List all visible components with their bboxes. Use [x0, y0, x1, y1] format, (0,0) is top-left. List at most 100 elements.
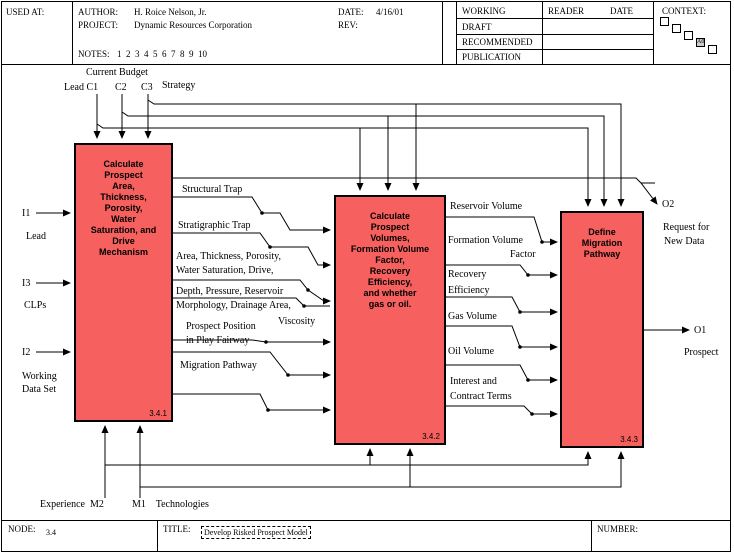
- mechanism-m2-to-box3: [370, 451, 592, 466]
- output-o2-name: Request for: [663, 222, 710, 233]
- mechanism-m2-label: Experience M2: [40, 499, 104, 510]
- flow-label-interest: Interest and: [450, 376, 497, 387]
- header-divider: [72, 1, 73, 65]
- flow-label-position: in Play Fairway: [186, 335, 250, 346]
- number-label: NUMBER:: [597, 524, 639, 534]
- input-i2-name: Working: [22, 371, 57, 382]
- control-c3-branch: [147, 99, 420, 191]
- notes-label: NOTES:: [78, 49, 110, 59]
- activity-box-number: 3.4.1: [149, 409, 167, 418]
- activity-box-341[interactable]: Calculate Prospect Area, Thickness, Poro…: [74, 143, 173, 422]
- author-value: H. Roice Nelson, Jr.: [134, 7, 207, 17]
- reader-date-label: DATE: [610, 6, 633, 16]
- flow-label-interest: Contract Terms: [450, 391, 512, 402]
- control-c1-to-box3: [360, 127, 592, 207]
- junction-dot: [260, 211, 264, 215]
- rev-label: REV:: [338, 20, 358, 30]
- control-c1-branch: [96, 123, 364, 191]
- flow-label-recovery: Efficiency: [448, 285, 490, 296]
- flow-reservoir-volume: [446, 216, 558, 246]
- input-i2-name: Data Set: [22, 384, 57, 395]
- node-value: 3.4: [46, 528, 56, 537]
- activity-box-label: Define Migration Pathway: [581, 227, 623, 259]
- junction-dot: [264, 340, 268, 344]
- context-node: [684, 31, 693, 40]
- header: [1, 1, 731, 65]
- flow-oil-volume: [446, 364, 558, 384]
- junction-dot: [302, 304, 306, 308]
- flow-label-area: Water Saturation, Drive,: [176, 265, 274, 276]
- project-value: Dynamic Resources Corporation: [134, 20, 252, 30]
- status-publication: PUBLICATION: [462, 52, 522, 62]
- header-divider: [456, 18, 653, 19]
- project-label: PROJECT:: [78, 20, 119, 30]
- flow-label-structural-trap: Structural Trap: [182, 184, 243, 195]
- output-o1-name: Prospect: [684, 347, 719, 358]
- flow-label-migration: Migration Pathway: [180, 360, 257, 371]
- flow-label-fvf: Factor: [510, 249, 536, 260]
- date-value: 4/16/01: [376, 7, 404, 17]
- title-label: TITLE:: [163, 524, 191, 534]
- context-node: [660, 17, 669, 26]
- junction-dot: [526, 273, 530, 277]
- context-node: [672, 24, 681, 33]
- header-divider: [442, 1, 443, 65]
- flow-label-reservoir-volume: Reservoir Volume: [450, 201, 523, 212]
- header-divider: [456, 49, 653, 50]
- input-i3-name: CLPs: [24, 300, 47, 311]
- status-recommended: RECOMMENDED: [462, 37, 533, 47]
- flow-interest: [446, 405, 558, 418]
- notes-value: 1 2 3 4 5 6 7 8 9 10: [117, 49, 207, 59]
- control-c2-branch: [121, 111, 392, 191]
- flow-label-position: Prospect Position: [186, 321, 256, 332]
- flow-label-fvf: Formation Volume: [448, 235, 523, 246]
- flow-migration: [173, 393, 331, 414]
- junction-dot: [518, 310, 522, 314]
- output-o2-name: New Data: [664, 236, 705, 247]
- flow-fvf: [446, 264, 558, 279]
- output-o2-code: O2: [662, 199, 675, 210]
- control-strategy: Strategy: [162, 80, 196, 91]
- status-draft: DRAFT: [462, 22, 492, 32]
- mechanism-m1-label: M1 Technologies: [132, 499, 209, 510]
- flow-label-depth: Morphology, Drainage Area,: [176, 300, 291, 311]
- flow-depth: [173, 297, 330, 307]
- footer: [1, 520, 731, 552]
- activity-box-343[interactable]: Define Migration Pathway 3.4.3: [560, 211, 644, 448]
- flow-viscosity: [173, 338, 331, 346]
- diagram-title[interactable]: Develop Risked Prospect Model: [201, 526, 311, 539]
- control-c3-to-box3: [416, 103, 625, 207]
- activity-box-label: Calculate Prospect Volumes, Formation Vo…: [350, 211, 430, 309]
- control-lead-c1: Lead C1: [64, 82, 99, 93]
- date-label: DATE:: [338, 7, 364, 17]
- junction-dot: [530, 412, 534, 416]
- flow-gas-volume: [446, 325, 558, 351]
- activity-box-342[interactable]: Calculate Prospect Volumes, Formation Vo…: [334, 195, 446, 445]
- author-label: AUTHOR:: [78, 7, 118, 17]
- activity-box-number: 3.4.3: [620, 435, 638, 444]
- control-c2-to-box3: [388, 115, 608, 207]
- flow-label-gas-volume: Gas Volume: [448, 311, 497, 322]
- flow-structural-trap: [173, 196, 331, 234]
- junction-dot: [526, 378, 530, 382]
- context-node-active: A0: [696, 38, 705, 47]
- output-o1-code: O1: [694, 325, 707, 336]
- input-i1-name: Lead: [26, 231, 46, 242]
- flow-label-depth: Depth, Pressure, Reservoir: [176, 286, 284, 297]
- activity-box-label: Calculate Prospect Area, Thickness, Poro…: [90, 159, 157, 257]
- flow-label-oil-volume: Oil Volume: [448, 346, 495, 357]
- flow-label-stratigraphic-trap: Stratigraphic Trap: [178, 220, 251, 231]
- footer-divider: [157, 520, 158, 552]
- activity-box-number: 3.4.2: [422, 432, 440, 441]
- status-working: WORKING: [462, 6, 506, 16]
- context-node: [708, 45, 717, 54]
- flow-label-recovery: Recovery: [448, 269, 487, 280]
- junction-dot: [268, 245, 272, 249]
- context-label: CONTEXT:: [662, 6, 707, 16]
- header-divider: [456, 1, 457, 65]
- flow-position: [173, 351, 331, 379]
- footer-divider: [591, 520, 592, 552]
- junction-dot: [266, 408, 270, 412]
